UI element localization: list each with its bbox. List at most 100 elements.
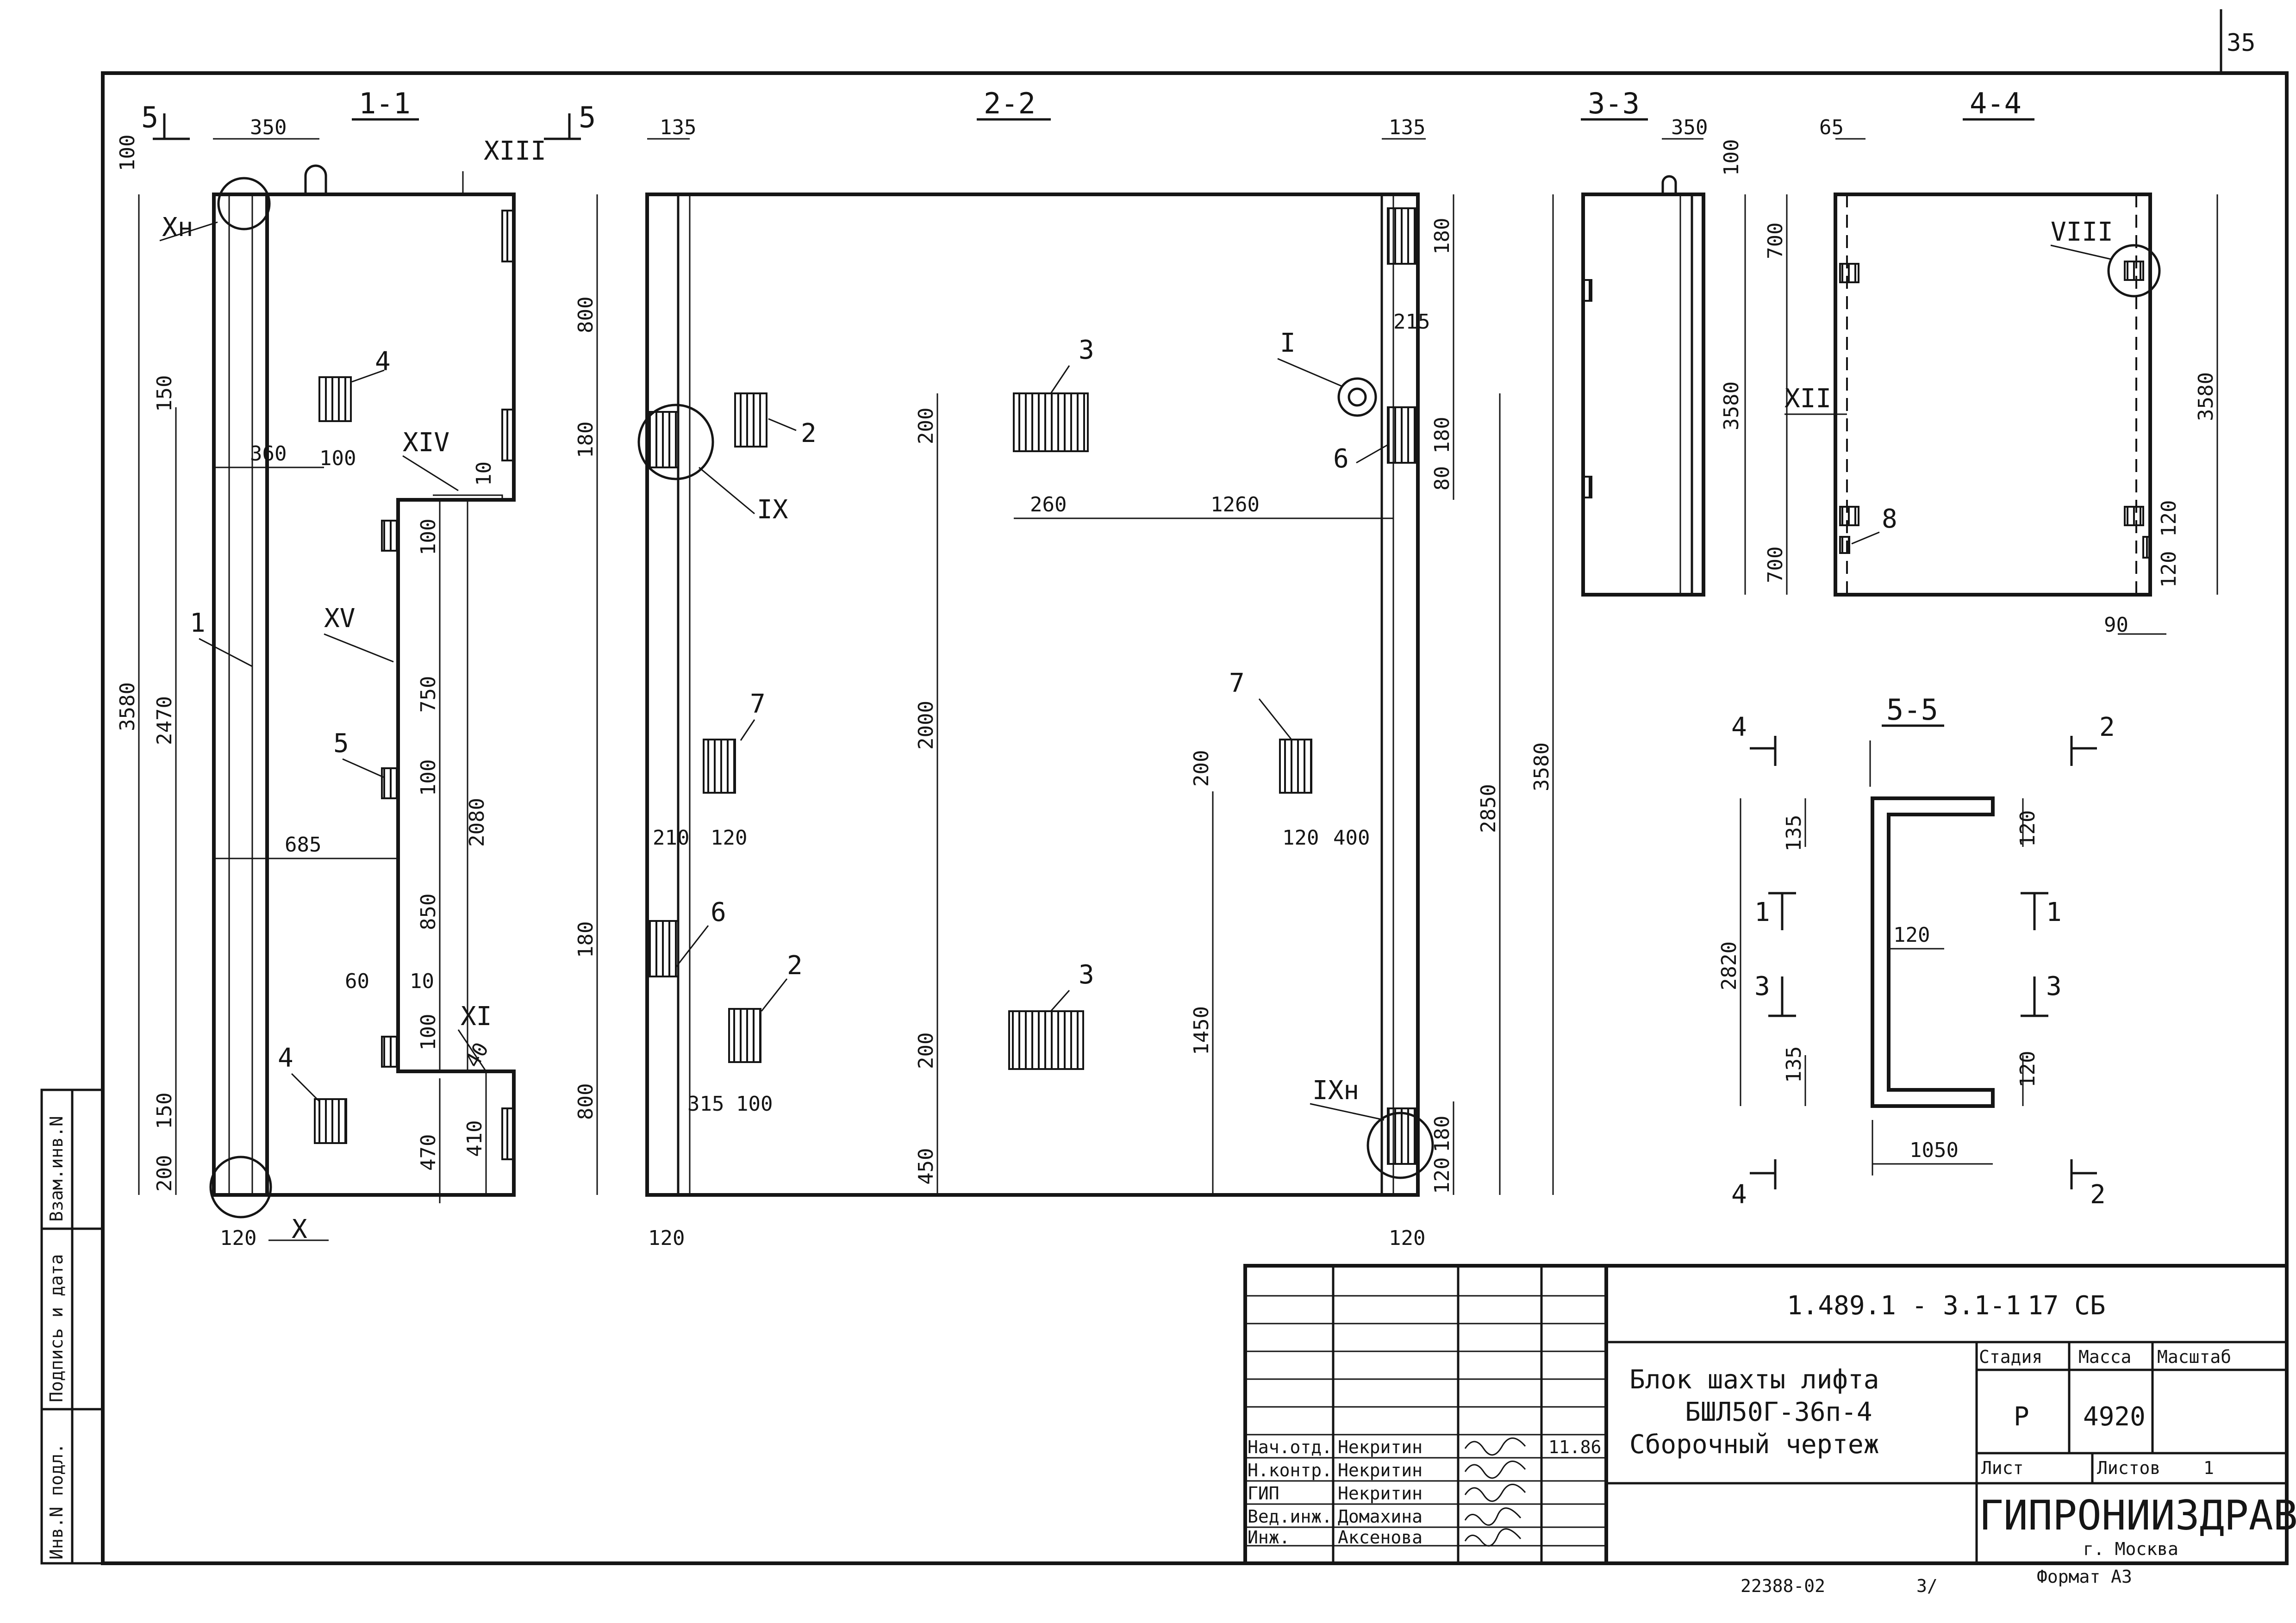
dim-3580-33: 3580 <box>1720 381 1743 430</box>
section-title-5-5: 5-5 <box>1886 693 1938 727</box>
dim-2820: 2820 <box>1717 941 1741 990</box>
dim-135-right: 135 <box>1389 116 1425 139</box>
dim-65: 65 <box>1819 116 1844 139</box>
dim-80: 80 <box>1430 466 1454 491</box>
callout-5: 5 <box>333 728 349 759</box>
dim-750: 750 <box>417 676 440 713</box>
signature-3 <box>1464 1484 1526 1502</box>
stamp-signature-date: Подпись и дата <box>46 1254 67 1402</box>
scale-label: Масштаб <box>2157 1347 2231 1367</box>
dim-100d: 100 <box>417 759 440 796</box>
callout-4-bottom: 4 <box>278 1043 293 1073</box>
dim-100e: 100 <box>417 1014 440 1051</box>
signature-4 <box>1464 1507 1522 1526</box>
title-block: Нач.отд. Некритин Н.контр. Некритин ГИП … <box>1243 1264 2296 1565</box>
approval-date: 11.86 <box>1548 1437 1601 1457</box>
section-title-4-4: 4-4 <box>1970 87 2021 120</box>
name-norm-control: Некритин <box>1338 1460 1423 1480</box>
callout-4-top: 4 <box>375 347 391 377</box>
dim-120: 120 <box>220 1226 256 1250</box>
mass-value: 4920 <box>2083 1402 2146 1432</box>
dim-200-mid: 200 <box>1190 750 1213 787</box>
dim-100-low: 100 <box>736 1092 773 1116</box>
stamp-original-inv: Инв.N подл. <box>46 1443 67 1560</box>
name-lead-engineer: Домахина <box>1338 1506 1423 1527</box>
cut-4-bottom: 4 <box>1731 1180 1747 1210</box>
dim-180-r3: 180 <box>1430 1116 1454 1152</box>
callout-2-top: 2 <box>801 418 817 448</box>
dim-150: 150 <box>153 375 176 412</box>
dim-180-r2: 180 <box>1430 417 1454 454</box>
name-head: Некритин <box>1338 1437 1423 1457</box>
role-norm-control: Н.контр. <box>1248 1460 1332 1480</box>
dim-470: 470 <box>417 1134 440 1171</box>
dim-10: 10 <box>472 461 496 486</box>
sheet-frame: 35 <box>101 9 2289 1565</box>
dim-135-left: 135 <box>660 116 696 139</box>
cut-4-top: 4 <box>1731 712 1747 742</box>
dim-60: 60 <box>345 970 369 993</box>
sheets-label: Листов <box>2097 1458 2160 1478</box>
dim-100: 100 <box>116 135 139 171</box>
dim-135-55b: 135 <box>1782 1046 1806 1083</box>
dim-700-bottom: 700 <box>1764 547 1787 583</box>
dim-90: 90 <box>2104 613 2128 637</box>
dim-1050: 1050 <box>1909 1138 1959 1162</box>
dim-10b: 10 <box>410 970 434 993</box>
dim-2080: 2080 <box>465 798 489 847</box>
dim-450: 450 <box>914 1148 938 1185</box>
dim-120-55c: 120 <box>2016 1051 2040 1088</box>
role-chief-engineer: ГИП <box>1248 1483 1279 1504</box>
dim-200: 200 <box>153 1155 176 1192</box>
dim-120-55b: 120 <box>1893 923 1930 947</box>
dim-315: 315 <box>687 1092 724 1116</box>
signature-2 <box>1464 1461 1526 1479</box>
dim-850: 850 <box>417 894 440 930</box>
dim-800-top: 800 <box>574 297 598 333</box>
dim-210: 210 <box>653 826 689 850</box>
callout-6-left: 6 <box>711 897 726 927</box>
dim-3580-44: 3580 <box>2194 372 2218 421</box>
callout-xv: XV <box>324 603 355 634</box>
section-title-1-1: 1-1 <box>359 87 411 120</box>
dim-700-top: 700 <box>1764 223 1787 259</box>
dim-135-55a: 135 <box>1782 815 1806 852</box>
cut-mark-5-left: 5 <box>141 100 158 134</box>
signature-5 <box>1464 1528 1522 1547</box>
dim-350-33: 350 <box>1671 116 1708 139</box>
sheet-label: Лист <box>1981 1458 2024 1478</box>
callout-ix: IX <box>757 495 788 525</box>
callout-i: I <box>1280 328 1296 358</box>
section-3-3: 3-3 350 100 3580 <box>1581 87 1746 597</box>
dim-2000: 2000 <box>914 701 938 750</box>
dim-120-bottom-left: 120 <box>648 1226 685 1250</box>
callout-7-right: 7 <box>1229 668 1245 698</box>
callout-xi: XI <box>461 1001 492 1032</box>
section-5-5: 5-5 135 120 2820 120 135 120 105 <box>1717 693 2115 1210</box>
cut-2-bottom: 2 <box>2090 1180 2106 1210</box>
dim-120-44b: 120 <box>2157 551 2181 588</box>
dim-3580: 3580 <box>116 682 139 731</box>
dim-260: 260 <box>1030 493 1067 516</box>
sheets-value: 1 <box>2203 1458 2214 1478</box>
title-line-3: Сборочный чертеж <box>1629 1430 1879 1460</box>
organization-city: г. Москва <box>2083 1539 2178 1559</box>
dim-200-top: 200 <box>914 408 938 444</box>
cut-2-top: 2 <box>2099 712 2115 742</box>
callout-viii: VIII <box>2051 217 2113 247</box>
stamp-replace-inv: Взам.инв.N <box>46 1116 67 1222</box>
dim-350: 350 <box>250 116 287 139</box>
callout-x: X <box>292 1214 307 1244</box>
doc-suffix: 17 СБ <box>2028 1291 2106 1321</box>
dim-100b: 100 <box>319 447 356 470</box>
name-engineer: Аксенова <box>1338 1527 1423 1548</box>
dim-120-r: 120 <box>1430 1157 1454 1194</box>
dim-410: 410 <box>463 1120 487 1157</box>
callout-8: 8 <box>1882 504 1897 534</box>
section-title-3-3: 3-3 <box>1588 87 1640 120</box>
dim-120-55a: 120 <box>2016 810 2040 847</box>
dim-800-low: 800 <box>574 1083 598 1120</box>
callout-3-top: 3 <box>1079 335 1094 365</box>
callout-3-bottom: 3 <box>1079 960 1094 990</box>
section-2-2: 2-2 135 135 <box>574 87 1554 1250</box>
